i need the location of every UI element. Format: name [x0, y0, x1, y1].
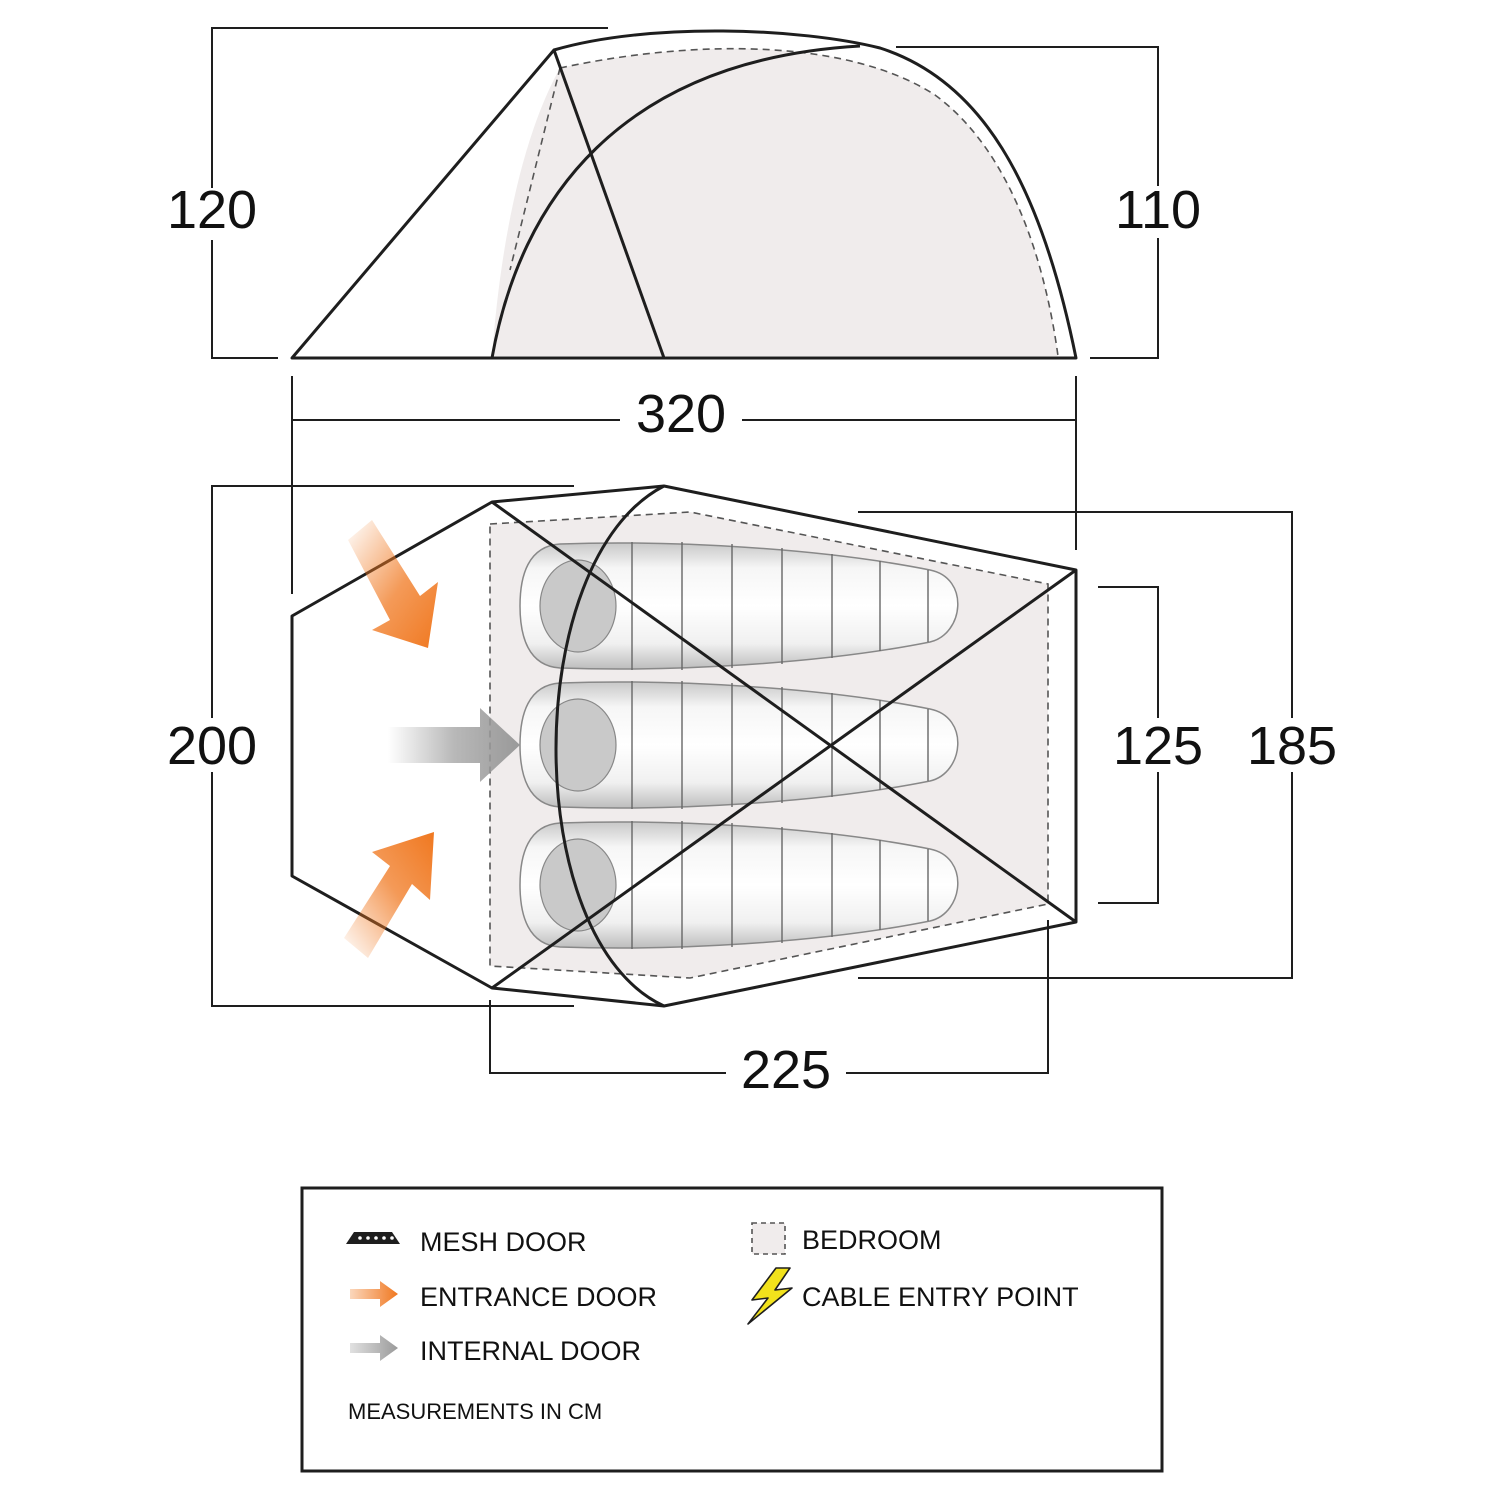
length-bedroom-label: 225	[741, 1040, 831, 1100]
width-bedroom-front-dimline-bottom	[858, 772, 1293, 979]
legend-bedroom-label: BEDROOM	[802, 1225, 942, 1255]
side-elevation: 120 110	[167, 27, 1201, 360]
measurements-note: MEASUREMENTS IN CM	[348, 1399, 602, 1424]
legend-entrance-door-label: ENTRANCE DOOR	[420, 1282, 657, 1312]
height-rear-label: 110	[1115, 180, 1201, 240]
height-rear-dimline-lower	[1090, 238, 1159, 359]
width-front-label: 200	[167, 716, 257, 776]
width-bedroom-front-dimline-top	[858, 511, 1293, 718]
floor-front-arc-pole	[554, 484, 665, 1008]
side-inner-dashed	[509, 47, 1059, 357]
entrance-door-arrow-top	[348, 520, 438, 648]
lightning-bolt-icon	[747, 1267, 793, 1325]
length-bedroom-dimension: 225	[489, 920, 1049, 1100]
internal-door-arrow	[388, 708, 520, 782]
width-front-dimline-bottom	[211, 772, 574, 1007]
side-inner-fill	[492, 48, 1058, 357]
sleeping-bags	[519, 542, 959, 949]
side-dome-pole	[490, 44, 861, 359]
length-total-label: 320	[636, 384, 726, 444]
sleeping-bag	[519, 821, 959, 949]
width-bedroom-rear-dimline-bottom	[1098, 772, 1159, 904]
legend-internal-door-label: INTERNAL DOOR	[420, 1336, 641, 1366]
dashed-square-icon	[751, 1222, 786, 1255]
entrance-door-arrow-bottom	[344, 832, 434, 958]
floor-plan: 200 125 185	[167, 484, 1337, 1008]
height-front-dimline	[211, 27, 608, 188]
height-rear-dimline	[896, 46, 1159, 186]
mesh-door-icon	[346, 1232, 400, 1244]
length-bedroom-dimline-right	[846, 920, 1049, 1074]
legend-box	[300, 1186, 1164, 1473]
legend-mesh-door-label: MESH DOOR	[420, 1227, 587, 1257]
width-front-dimline-top	[211, 485, 574, 718]
length-total-dimension: 320	[291, 376, 1077, 594]
height-front-label: 120	[167, 180, 257, 240]
sleeping-bag	[519, 681, 959, 809]
legend-cable-entry-label: CABLE ENTRY POINT	[802, 1282, 1079, 1312]
length-bedroom-dimline-left	[489, 1000, 726, 1074]
orange-arrow-icon	[350, 1281, 398, 1307]
width-bedroom-front-label: 185	[1247, 716, 1337, 776]
side-flysheet-outline	[290, 29, 1078, 360]
width-bedroom-rear-dimline-top	[1098, 586, 1159, 718]
grey-arrow-icon	[350, 1335, 398, 1361]
floor-cross-pole-2	[491, 568, 1077, 990]
width-bedroom-rear-label: 125	[1113, 716, 1203, 776]
legend: MESH DOOR ENTRANCE DOOR INTERNAL DOOR BE…	[300, 1186, 1164, 1473]
side-door-pole	[552, 49, 666, 359]
height-front-dimline-lower	[211, 240, 278, 359]
